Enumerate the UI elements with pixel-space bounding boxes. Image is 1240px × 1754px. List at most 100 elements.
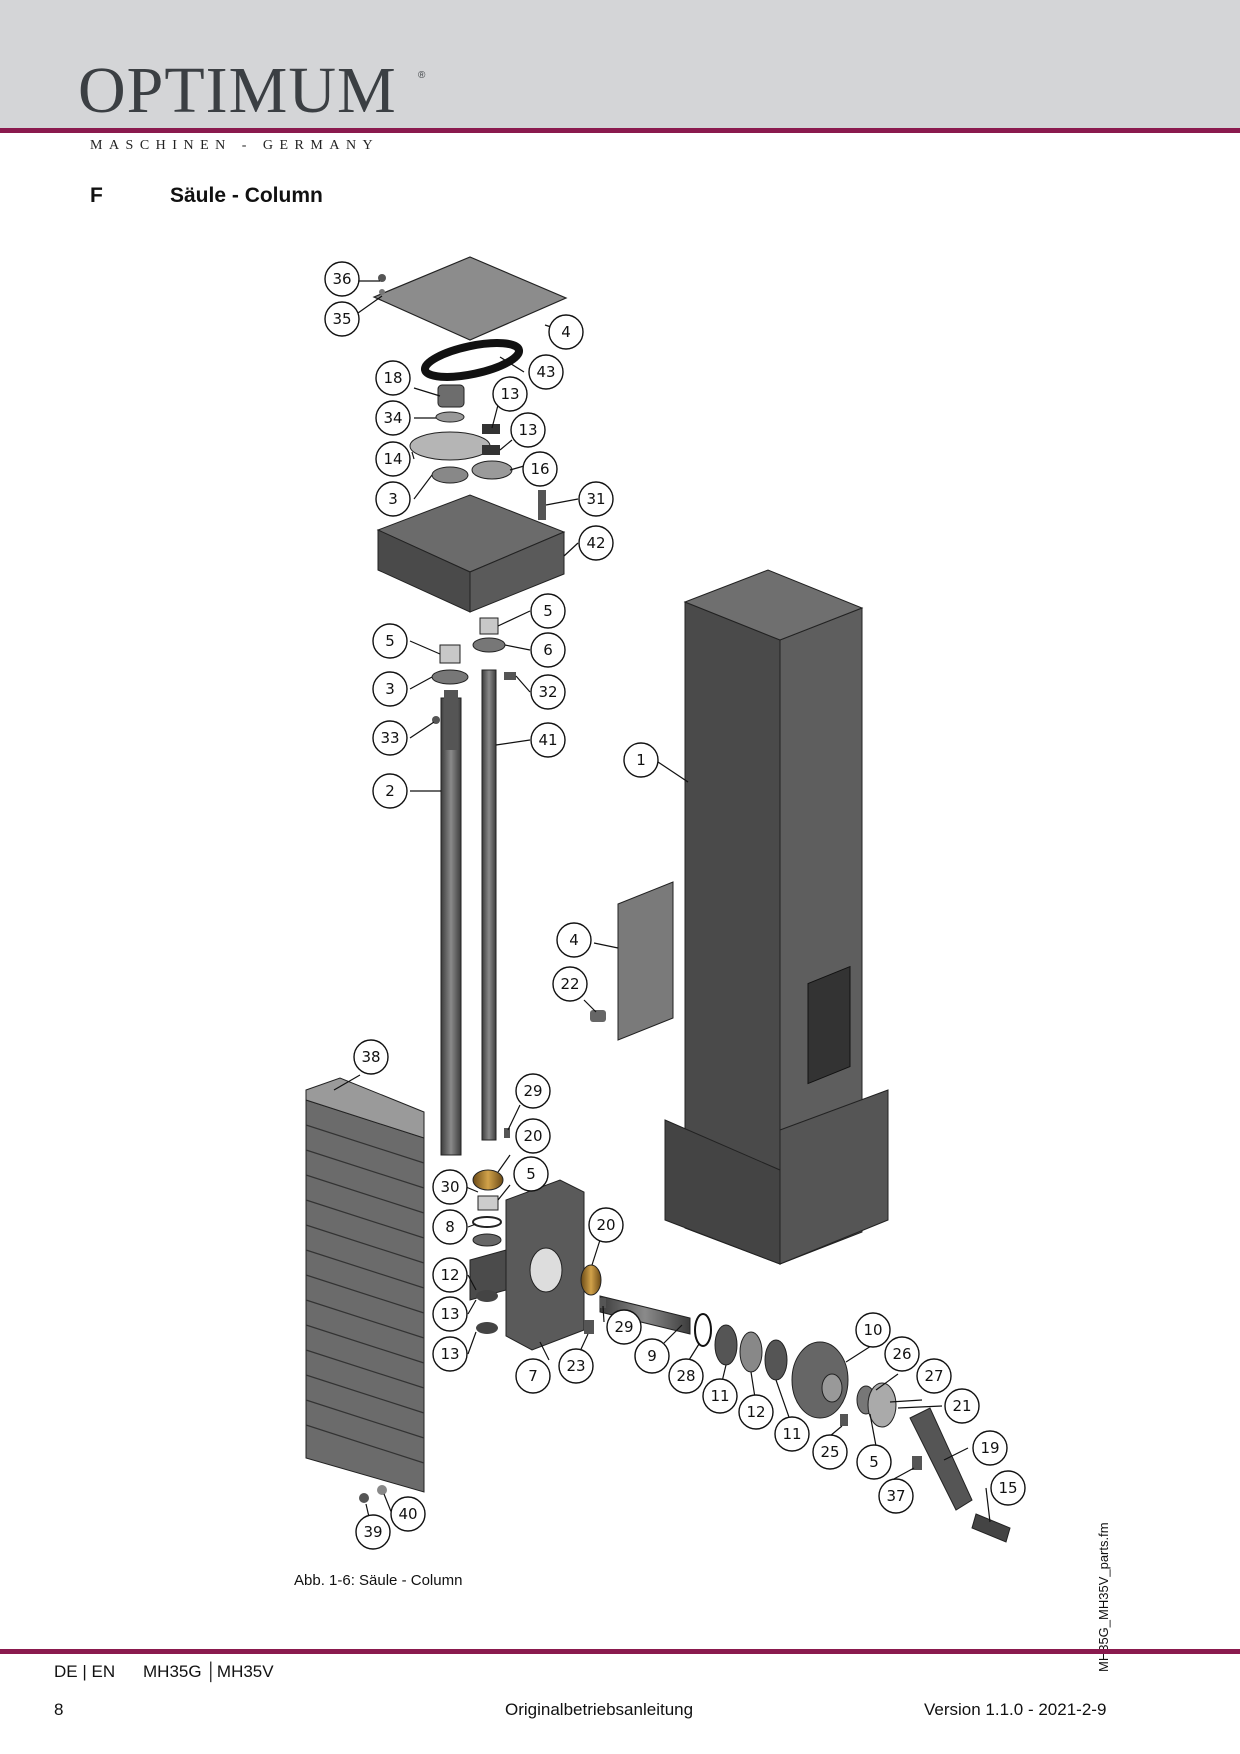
callout-41: 41 [530,722,566,758]
callout-6: 6 [530,632,566,668]
svg-text:14: 14 [383,450,402,468]
svg-text:12: 12 [440,1266,459,1284]
section-letter: F [90,184,103,207]
callout-33: 33 [372,720,408,756]
section-title: Säule - Column [170,184,323,207]
callout-5-left: 5 [372,623,408,659]
spacer-12 [739,1331,763,1373]
bearing-13-lower-b [476,1322,498,1334]
svg-text:7: 7 [528,1367,538,1385]
callout-5-lower: 5 [513,1156,549,1192]
svg-text:31: 31 [586,490,605,508]
callout-36: 36 [324,261,360,297]
callout-2: 2 [372,773,408,809]
svg-text:25: 25 [820,1443,839,1461]
screw-25 [840,1414,848,1426]
callout-9: 9 [634,1338,670,1374]
callout-29-lower: 29 [606,1309,642,1345]
bellows-folds [305,1124,425,1464]
footer-model: MH35G │MH35V [143,1662,274,1681]
callout-14: 14 [375,441,411,477]
pulley-14 [409,431,491,461]
brand-tagline: MASCHINEN - GERMANY [90,138,380,153]
svg-text:5: 5 [543,602,553,620]
callout-31: 31 [578,481,614,517]
lead-screw-2-top [444,690,458,750]
svg-text:5: 5 [869,1453,879,1471]
document-name: Originalbetriebsanleitung [505,1700,694,1719]
callout-20-upper: 20 [515,1118,551,1154]
callout-38: 38 [353,1039,389,1075]
gear-housing-right [469,531,565,613]
svg-text:26: 26 [892,1345,911,1363]
svg-text:37: 37 [886,1487,905,1505]
svg-text:12: 12 [746,1403,765,1421]
svg-text:29: 29 [614,1318,633,1336]
svg-text:5: 5 [385,632,395,650]
svg-text:11: 11 [782,1425,801,1443]
svg-text:11: 11 [710,1387,729,1405]
callout-39: 39 [355,1514,391,1550]
svg-text:19: 19 [980,1439,999,1457]
svg-text:43: 43 [536,363,555,381]
callout-4-top: 4 [548,314,584,350]
svg-text:2: 2 [385,782,395,800]
callout-25: 25 [812,1434,848,1470]
callout-11b: 11 [774,1416,810,1452]
callout-40: 40 [390,1496,426,1532]
svg-text:13: 13 [518,421,537,439]
callout-43: 43 [528,354,564,390]
washer-34 [435,411,465,423]
circlip-28 [694,1313,712,1347]
footer-language: DE | EN [54,1662,116,1681]
callout-13-lower-b: 13 [432,1336,468,1372]
svg-text:13: 13 [440,1305,459,1323]
bellows-top-bracket [305,1077,425,1139]
callout-3-lower: 3 [372,671,408,707]
svg-text:3: 3 [388,490,398,508]
callout-13a: 13 [492,376,528,412]
shaft-41 [481,669,497,1141]
svg-text:6: 6 [543,641,553,659]
callout-8: 8 [432,1209,468,1245]
svg-text:18: 18 [383,369,402,387]
callout-21: 21 [944,1388,980,1424]
bearing-13b [482,445,500,455]
callout-11a: 11 [702,1378,738,1414]
svg-text:27: 27 [924,1367,943,1385]
svg-text:23: 23 [566,1357,585,1375]
callout-1: 1 [623,742,659,778]
callout-20-lower: 20 [588,1207,624,1243]
side-cover-plate [617,881,674,1041]
callout-23: 23 [558,1348,594,1384]
lead-screw-2 [440,697,462,1156]
svg-text:4: 4 [561,323,571,341]
bearing-13a [482,424,500,434]
crank-grip [971,1513,1011,1543]
bearing-12-lower [472,1233,502,1247]
column-top [683,569,864,641]
callout-7: 7 [515,1358,551,1394]
bracket-bore [529,1247,563,1293]
nut-18 [437,384,465,408]
pin-29-lower [600,1298,606,1308]
washer-40 [377,1485,387,1495]
callout-15: 15 [990,1470,1026,1506]
crank-handle [909,1407,973,1511]
bellows-cover [305,1099,425,1493]
top-cover-plate [372,256,568,341]
svg-text:20: 20 [523,1127,542,1145]
callout-19: 19 [972,1430,1008,1466]
callout-12-handle: 12 [738,1394,774,1430]
svg-text:35: 35 [332,310,351,328]
callout-27: 27 [916,1358,952,1394]
callout-28: 28 [668,1358,704,1394]
callout-16: 16 [522,451,558,487]
bushing-5-right [479,617,499,635]
callout-12-lower: 12 [432,1257,468,1293]
svg-text:1: 1 [636,751,646,769]
screw-22 [590,1010,606,1022]
svg-text:22: 22 [560,975,579,993]
ring-8 [472,1216,502,1228]
